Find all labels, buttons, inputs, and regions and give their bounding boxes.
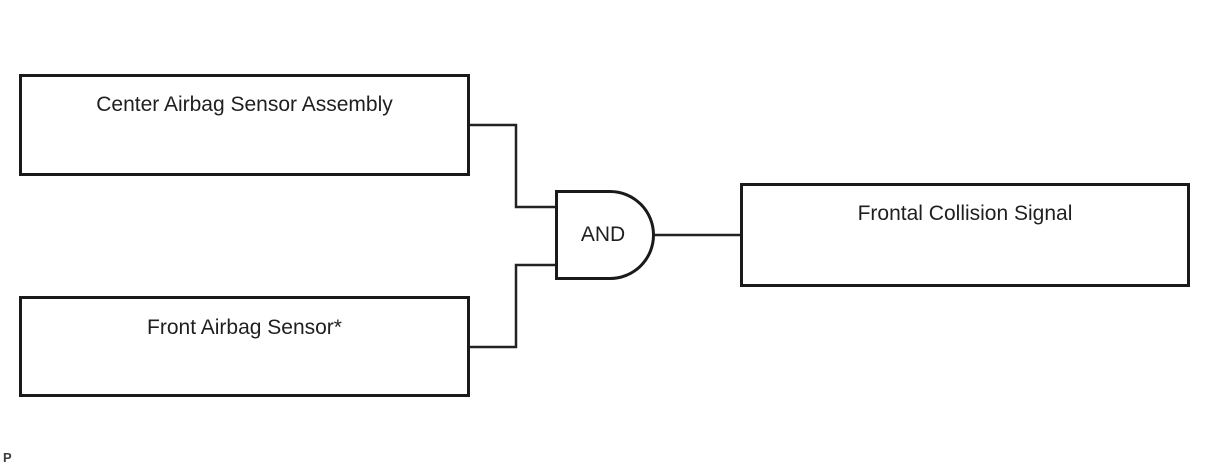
- and-gate-shape: [555, 190, 656, 280]
- box-center-airbag-sensor-assembly: Center Airbag Sensor Assembly: [19, 74, 470, 176]
- wire-top-input: [470, 123, 557, 209]
- wire-bottom-input: [470, 263, 557, 349]
- box-frontal-collision-signal: Frontal Collision Signal: [740, 183, 1190, 287]
- and-gate-label: AND: [580, 223, 626, 246]
- box-label-frontal-collision-signal: Frontal Collision Signal: [857, 202, 1073, 225]
- box-label-front-airbag-sensor: Front Airbag Sensor*: [147, 316, 342, 339]
- box-front-airbag-sensor: Front Airbag Sensor*: [19, 296, 470, 397]
- footnote-p: P: [3, 450, 12, 465]
- box-label-center-airbag-sensor-assembly: Center Airbag Sensor Assembly: [96, 93, 393, 116]
